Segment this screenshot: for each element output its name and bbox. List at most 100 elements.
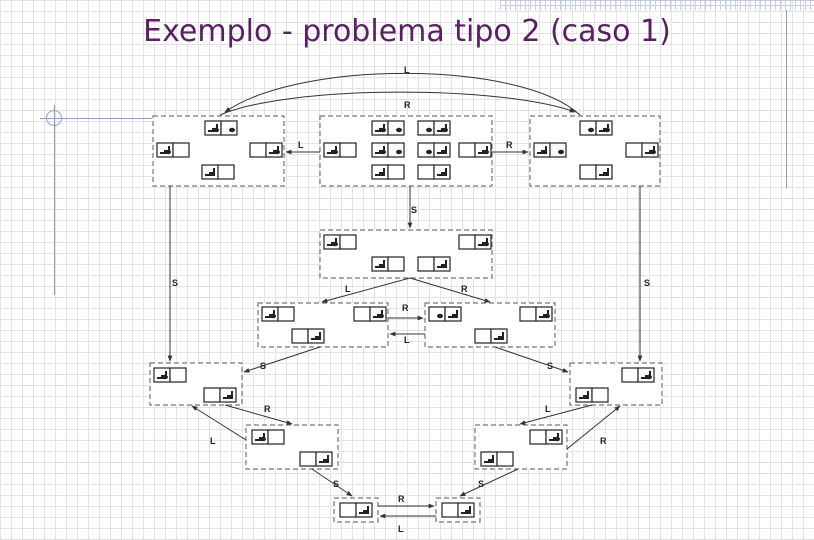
dirt-icon: [380, 149, 386, 155]
vacuum-icon: [448, 310, 458, 318]
edge-lowerleft-to-bottomleft: [224, 404, 293, 425]
world-state-cell: [353, 306, 387, 322]
world-state-cell: [621, 367, 655, 383]
world-state-cell: [201, 164, 235, 180]
edge-label: R: [402, 303, 409, 313]
edge-label: S: [333, 479, 339, 489]
world-state-cell: [417, 256, 451, 272]
vacuum-icon: [461, 506, 471, 514]
edge-label: S: [260, 361, 266, 371]
world-state-cell: [529, 429, 563, 445]
edge-label: R: [600, 436, 607, 446]
vacuum-icon: [599, 168, 609, 176]
edge-label: R: [398, 494, 405, 504]
world-state-cell: [299, 451, 333, 467]
vacuum-icon: [437, 168, 447, 176]
edge-label: L: [210, 436, 216, 446]
world-state-cell: [153, 367, 187, 383]
world-state-cell: [428, 306, 462, 322]
world-state-cell: [323, 234, 357, 250]
edge-label: R: [404, 100, 411, 110]
vacuum-icon: [311, 332, 321, 340]
dirt-icon: [270, 313, 276, 319]
bullet-decor-line: [40, 118, 152, 119]
slide-title: Exemplo - problema tipo 2 (caso 1): [143, 14, 671, 49]
edge-label: L: [545, 404, 551, 414]
world-state-cell: [371, 256, 405, 272]
world-state-cell: [204, 120, 238, 136]
edge-label: R: [264, 404, 271, 414]
world-state-cell: [575, 387, 609, 403]
vacuum-icon: [375, 168, 385, 176]
world-state-cell: [249, 142, 283, 158]
dirt-icon: [588, 127, 594, 133]
world-state-cell: [579, 164, 613, 180]
dirt-icon: [332, 149, 338, 155]
world-state-cell: [417, 142, 451, 158]
vacuum-icon: [223, 391, 233, 399]
vacuum-icon: [484, 455, 494, 463]
edge-label: S: [478, 479, 484, 489]
world-state-cell: [458, 142, 492, 158]
dirt-icon: [483, 149, 489, 155]
dirt-icon: [426, 149, 432, 155]
world-cells: [153, 120, 659, 518]
dirt-icon: [646, 374, 652, 380]
world-state-cell: [156, 142, 190, 158]
world-state-cell: [417, 120, 451, 136]
vacuum-icon: [579, 391, 589, 399]
world-state-cell: [261, 306, 295, 322]
dirt-icon: [604, 127, 610, 133]
world-state-cell: [474, 328, 508, 344]
edge-label: S: [547, 361, 553, 371]
edge-bottomright-to-lowerright: [566, 405, 621, 450]
vacuum-icon: [437, 146, 447, 154]
dirt-icon: [396, 149, 402, 155]
dirt-icon: [396, 127, 402, 133]
dirt-icon: [260, 436, 266, 442]
edge-bottomleft-to-goal: [311, 468, 353, 497]
edge-label: R: [506, 140, 513, 150]
world-state-cell: [625, 142, 659, 158]
dirt-icon: [544, 313, 550, 319]
dirt-icon: [229, 127, 235, 133]
world-state-cell: [371, 120, 405, 136]
world-state-cell: [339, 502, 373, 518]
vacuum-icon: [205, 168, 215, 176]
world-state-cell: [291, 328, 325, 344]
world-state-cell: [458, 234, 492, 250]
edge-bottomleft-to-lowerleft: [191, 405, 247, 441]
dirt-icon: [483, 241, 489, 247]
edge-label: L: [298, 140, 304, 150]
edge-label: L: [404, 65, 410, 75]
edge-label: S: [644, 278, 650, 288]
world-state-cell: [417, 164, 451, 180]
dirt-icon: [165, 149, 171, 155]
world-state-cell: [251, 429, 285, 445]
world-state-cell: [480, 451, 514, 467]
dirt-icon: [380, 127, 386, 133]
dirt-icon: [274, 149, 280, 155]
bullet-decor-circle: [46, 110, 62, 126]
edge-label: L: [398, 524, 404, 534]
world-state-cell: [371, 164, 405, 180]
edge-midleft-to-lowerleft: [243, 346, 321, 373]
dirt-icon: [442, 127, 448, 133]
vacuum-icon: [537, 146, 547, 154]
edge-arc-l: [224, 72, 581, 116]
dirt-icon: [558, 149, 564, 155]
world-state-cell: [371, 142, 405, 158]
vacuum-icon: [375, 260, 385, 268]
transition-edges: [167, 72, 643, 519]
edge-label: R: [461, 284, 468, 294]
edge-label: L: [345, 284, 351, 294]
world-state-cell: [579, 120, 613, 136]
dirt-icon: [332, 241, 338, 247]
edge-bottomright-to-goal: [459, 468, 519, 497]
edge-midright-to-lowerright: [494, 346, 569, 373]
vacuum-icon: [319, 455, 329, 463]
edge-label: L: [404, 335, 410, 345]
edge-arc-r: [219, 91, 576, 116]
dirt-icon: [437, 313, 443, 319]
